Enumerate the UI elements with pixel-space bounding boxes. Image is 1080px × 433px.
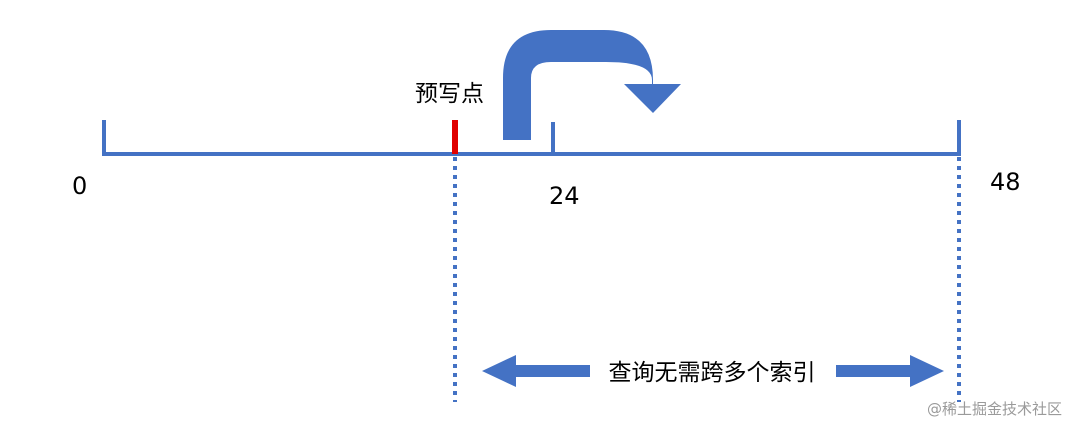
- tick-label-24: 24: [549, 182, 580, 210]
- range-right-arrow: [836, 355, 944, 387]
- range-left-arrow: [482, 355, 590, 387]
- range-label: 查询无需跨多个索引: [591, 353, 833, 387]
- watermark: @稀土掘金技术社区: [926, 400, 1062, 418]
- write-point-label: 预写点: [415, 81, 484, 107]
- u-turn-arrow-icon: [503, 30, 681, 140]
- tick-label-0: 0: [72, 172, 88, 200]
- tick-label-48: 48: [990, 168, 1021, 196]
